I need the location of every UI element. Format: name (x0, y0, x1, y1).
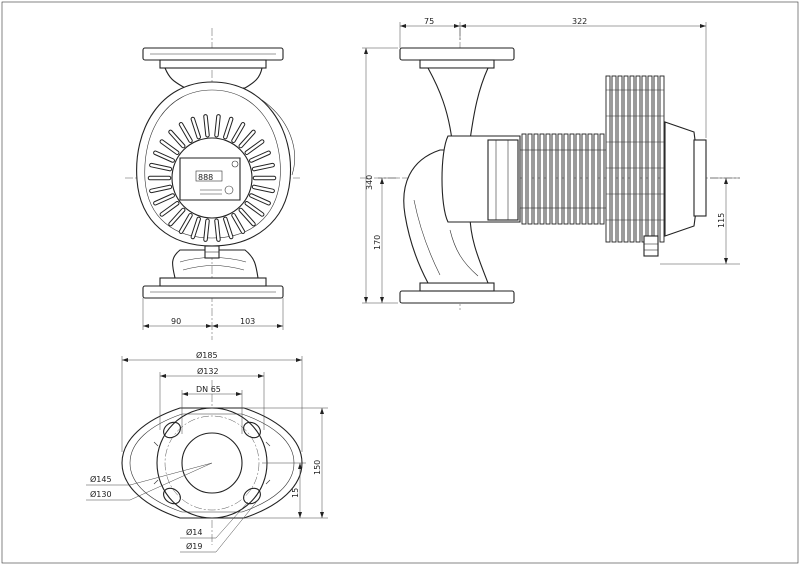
fin-inner (169, 130, 185, 148)
motor-fin (563, 133, 569, 225)
heatsink-fin (617, 75, 623, 243)
heatsink-fin (659, 75, 665, 243)
motor-fin (521, 133, 527, 225)
heatsink-fin (611, 75, 617, 243)
fin-inner (252, 185, 274, 193)
motor-fin (545, 133, 551, 225)
fin-inner (191, 217, 200, 239)
fin-inner (232, 123, 245, 143)
dim-flange-half: 15 (291, 488, 300, 498)
front-cooling-fins (147, 114, 277, 242)
dim-side-axis: 170 (373, 235, 382, 250)
fin-inner (150, 163, 172, 171)
dim-hole-19: Ø19 (186, 541, 202, 551)
motor-fin (593, 133, 599, 225)
heatsink-fin (647, 75, 653, 243)
dim-flange-height: 150 (313, 460, 322, 475)
motor-fins (519, 133, 609, 225)
front-view: 888 90 103 (125, 28, 300, 340)
motor-fin (551, 133, 557, 225)
motor-fin (539, 133, 545, 225)
motor-fin (533, 133, 539, 225)
side-view: 75 322 340 170 115 (360, 17, 740, 310)
dim-bolt-circle-145: Ø145 (90, 474, 112, 484)
dim-side-motor: 115 (717, 213, 726, 228)
fin-inner (250, 151, 270, 162)
fin-inner (179, 213, 192, 233)
dim-hole-14: Ø14 (186, 527, 202, 537)
motor-fin (581, 133, 587, 225)
fin-inner (232, 213, 245, 233)
dim-flange-od: Ø185 (196, 350, 218, 360)
fin-inner (154, 194, 174, 205)
fin-inner (245, 202, 264, 216)
heatsink-fin (635, 75, 641, 243)
motor-fin (557, 133, 563, 225)
fin-inner (239, 208, 255, 226)
fin-inner (224, 217, 233, 239)
motor-fin (587, 133, 593, 225)
dim-front-right: 103 (240, 317, 255, 326)
fin-inner (215, 115, 220, 137)
motor-fin (599, 133, 605, 225)
dim-side-top-left: 75 (424, 17, 434, 26)
fin-inner (160, 202, 179, 216)
fin-inner (160, 140, 179, 154)
fin-inner (215, 219, 220, 241)
heatsink-fin (629, 75, 635, 243)
fin-inner (250, 194, 270, 205)
dim-side-height: 340 (365, 175, 374, 190)
fin-inner (169, 208, 185, 226)
dim-front-left: 90 (171, 317, 181, 326)
fin-inner (191, 117, 200, 139)
heatsink-fin (623, 75, 629, 243)
motor-fin (575, 133, 581, 225)
heatsink-fin (605, 75, 611, 243)
fin-inner (150, 185, 172, 193)
display-segments: 888 (198, 173, 213, 182)
fin-inner (252, 163, 274, 171)
dim-bolt-circle-130: Ø130 (90, 489, 112, 499)
motor-fin (569, 133, 575, 225)
flange-view: Ø185 Ø132 DN 65 150 15 Ø145 Ø130 (86, 350, 328, 553)
dim-flange-pcd: Ø132 (197, 366, 219, 376)
electronics-heatsink-fins (605, 75, 665, 243)
heatsink-fin (653, 75, 659, 243)
fin-inner (204, 219, 209, 241)
dim-flange-dn: DN 65 (196, 385, 221, 394)
heatsink-fin (641, 75, 647, 243)
fin-inner (224, 117, 233, 139)
motor-fin (527, 133, 533, 225)
fin-inner (245, 140, 264, 154)
fin-inner (239, 130, 255, 148)
fin-inner (179, 123, 192, 143)
fin-inner (154, 151, 174, 162)
dim-side-top-total: 322 (572, 17, 587, 26)
fin-inner (204, 115, 209, 137)
